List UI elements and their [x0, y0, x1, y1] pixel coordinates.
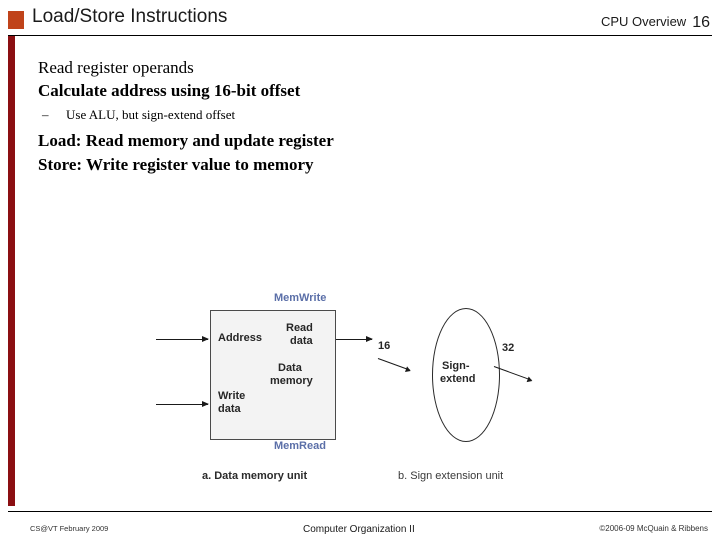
- data-memory-box: [210, 310, 336, 440]
- slide-number: 16: [692, 14, 710, 31]
- bullet-list: Read register operands Calculate address…: [38, 56, 638, 177]
- output-width-label: 32: [502, 342, 515, 354]
- write-data-label-line1: Write: [218, 390, 246, 402]
- figure-datapath-units: MemWrite Address Read data Write data Da…: [150, 280, 640, 482]
- header-accent-square: [8, 11, 24, 29]
- sub-bullet-text: Use ALU, but sign-extend offset: [66, 107, 236, 122]
- sign-extend-label-line2: extend: [440, 373, 476, 385]
- sign-extend-label-line1: Sign-: [442, 360, 470, 372]
- footer-left-text: CS@VT February 2009: [30, 524, 109, 533]
- header-divider: [8, 35, 712, 36]
- footer-right-text: ©2006-09 McQuain & Ribbens: [599, 524, 708, 533]
- read-data-label-line2: data: [290, 335, 313, 347]
- read-data-output-arrow: [336, 336, 373, 342]
- bullet-item-2: Calculate address using 16-bit offset: [38, 81, 301, 100]
- address-input-arrow: [156, 336, 209, 342]
- caption-b: b. Sign extension unit: [398, 470, 504, 482]
- sub-bullet-item-1: – Use ALU, but sign-extend offset: [42, 105, 638, 125]
- write-data-label-line2: data: [218, 403, 241, 415]
- slide-header: Load/Store Instructions CPU Overview 16: [0, 0, 720, 36]
- left-accent-bar: [8, 36, 15, 506]
- read-data-label-line1: Read: [286, 322, 313, 334]
- footer-divider: [8, 511, 712, 512]
- sign-extend-input-arrow: [377, 358, 411, 371]
- page-title: Load/Store Instructions: [32, 6, 228, 27]
- bullet-item-4: Store: Write register value to memory: [38, 155, 314, 174]
- memwrite-label: MemWrite: [274, 292, 327, 304]
- footer-center-text: Computer Organization II: [303, 524, 415, 535]
- data-memory-label-line1: Data: [278, 362, 302, 374]
- sign-extend-ellipse: [432, 308, 500, 442]
- sub-bullet-dash: –: [42, 107, 49, 122]
- address-label: Address: [218, 332, 263, 344]
- write-data-input-arrow: [156, 401, 209, 407]
- bullet-item-1: Read register operands: [38, 58, 194, 77]
- memread-label: MemRead: [274, 440, 326, 452]
- input-width-label: 16: [378, 340, 391, 352]
- data-memory-label-line2: memory: [270, 375, 313, 387]
- caption-a: a. Data memory unit: [202, 470, 308, 482]
- bullet-item-3: Load: Read memory and update register: [38, 131, 334, 150]
- header-subject-label: CPU Overview: [600, 14, 687, 29]
- header-right-block: CPU Overview 16: [601, 14, 710, 32]
